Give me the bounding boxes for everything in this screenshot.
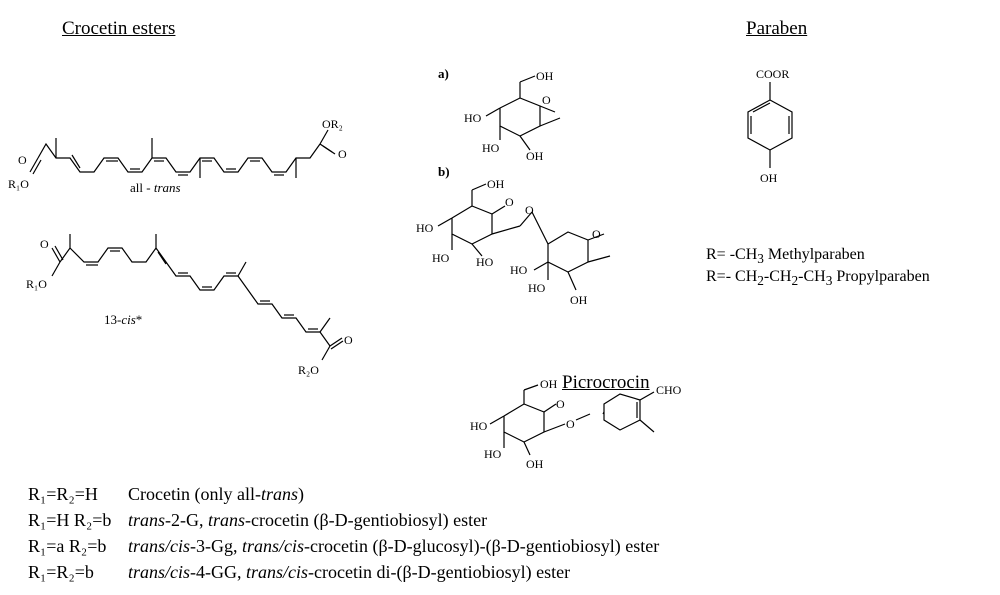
b-ring-o1: O: [505, 195, 514, 209]
cho-label: CHO: [656, 383, 682, 397]
all-trans-prefix: all -: [130, 180, 154, 195]
label-b: b): [438, 164, 450, 179]
a-ring-o: O: [542, 93, 551, 107]
picro-link-o: O: [566, 417, 575, 431]
gentiobiosyl-b-structure: OH O O HO HO HO O HO HO OH: [416, 177, 611, 307]
legend-italic-2: trans: [208, 510, 246, 530]
picro-ho-1: HO: [470, 419, 488, 433]
carbonyl-o-right: O: [338, 147, 347, 161]
legend-text-end: -crocetin (β-D-glucosyl)-(β-D-gentiobios…: [304, 536, 660, 556]
methyl-prefix: R= -CH: [706, 246, 758, 263]
b-ho-2: HO: [432, 251, 450, 265]
legend-text-end: ): [297, 484, 304, 504]
legend-row-crocetin: R₁=R₂=H Crocetin (only all-trans): [28, 484, 304, 505]
legend-text-end: -crocetin (β-D-gentiobiosyl) ester: [245, 510, 488, 530]
paraben-header: Paraben: [746, 18, 808, 39]
b-oh-top: OH: [487, 177, 505, 191]
paraben-oh-label: OH: [760, 171, 778, 185]
a-oh-top: OH: [536, 69, 554, 83]
legend-italic-2: trans/cis: [242, 536, 305, 556]
picro-ho-2: HO: [484, 447, 502, 461]
legend-text: Crocetin (only all-: [128, 484, 261, 504]
cis-carbonyl-o-left: O: [40, 237, 49, 251]
crocetin-esters-header: Crocetin esters: [62, 18, 176, 39]
or2-label: OR₂: [322, 117, 343, 131]
coor-label: COOR: [756, 67, 789, 81]
glucosyl-a-structure: OH O HO HO OH: [464, 69, 561, 163]
cis-prefix: 13-: [104, 312, 122, 327]
all-trans-label: all - trans: [130, 180, 181, 196]
legend-code: R₁=R₂=H: [28, 484, 98, 504]
a-oh-bottom: OH: [526, 149, 544, 163]
legend-italic-2: trans/cis: [246, 562, 309, 582]
legend-code: R₁=a R₂=b: [28, 536, 107, 556]
legend-code: R₁=H R₂=b: [28, 510, 112, 530]
cis-carbonyl-o-right: O: [344, 333, 353, 347]
legend-italic: trans/cis: [128, 536, 191, 556]
picrocrocin-structure: OH O O HO HO OH CHO: [470, 377, 682, 471]
a-ho-bottom: HO: [482, 141, 500, 155]
b-ho-3: HO: [476, 255, 494, 269]
propylparaben-definition: R=- CH2-CH2-CH3 Propylparaben: [706, 268, 930, 289]
picro-oh-top: OH: [540, 377, 558, 391]
paraben-structure: COOR OH: [747, 67, 793, 185]
legend-text: -3-Gg,: [190, 536, 243, 556]
all-trans-crocetin-structure: O R₁O OR₂ O: [8, 117, 347, 191]
propyl-mid1: -CH: [763, 268, 792, 285]
b-ring-o2: O: [592, 227, 601, 241]
cis-r2o-label: R₂O: [298, 363, 319, 377]
all-trans-italic: trans: [153, 180, 181, 195]
legend-text-end: -crocetin di-(β-D-gentiobiosyl) ester: [308, 562, 571, 582]
r1o-label: R₁O: [8, 177, 29, 191]
cis-label: 13-cis*: [104, 312, 142, 328]
cis-crocetin-structure: O R₁O R₂O O: [26, 234, 353, 377]
legend-code: R₁=R₂=b: [28, 562, 94, 582]
propyl-rest: Propylparaben: [832, 268, 930, 285]
propyl-sub3: 3: [825, 273, 833, 289]
picro-oh-bottom: OH: [526, 457, 544, 471]
legend-italic: trans: [128, 510, 166, 530]
cis-star: *: [135, 312, 143, 327]
cis-r1o-label: R₁O: [26, 277, 47, 291]
label-a: a): [438, 66, 449, 81]
picrocrocin-header: Picrocrocin: [562, 372, 650, 393]
cis-italic: cis: [121, 312, 136, 327]
propyl-sub2: 2: [791, 273, 799, 289]
legend-text: -2-G,: [165, 510, 209, 530]
legend-italic: trans: [260, 484, 298, 504]
b-ho-4: HO: [510, 263, 528, 277]
b-oh-bottom: OH: [570, 293, 588, 307]
b-link-o: O: [525, 203, 534, 217]
picro-ring-o: O: [556, 397, 565, 411]
propyl-sub1: 2: [757, 273, 764, 289]
propyl-prefix: R=- CH: [706, 268, 758, 285]
carbonyl-o-left: O: [18, 153, 27, 167]
a-ho-left: HO: [464, 111, 482, 125]
methylparaben-definition: R= -CH3 Methylparaben: [706, 246, 865, 267]
methyl-rest: Methylparaben: [763, 246, 865, 263]
methyl-sub: 3: [757, 251, 764, 267]
legend-italic: trans/cis: [128, 562, 191, 582]
b-ho-1: HO: [416, 221, 434, 235]
legend-text: -4-GG,: [190, 562, 247, 582]
b-ho-5: HO: [528, 281, 546, 295]
propyl-mid2: -CH: [798, 268, 826, 285]
